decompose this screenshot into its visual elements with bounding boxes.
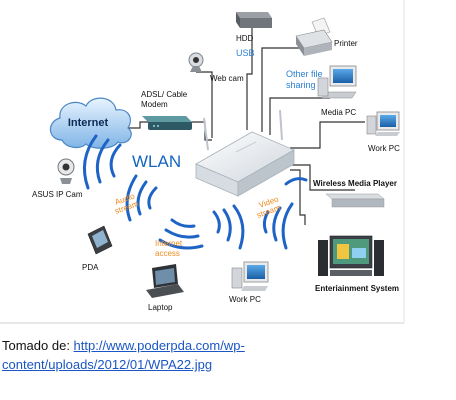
caption: Tomado de: http://www.poderpda.com/wp-co… (2, 336, 452, 374)
internet-cloud-icon: Internet (49, 97, 132, 149)
work-pc-bottom-icon (231, 261, 269, 291)
router-icon (195, 109, 295, 197)
ip-cam-label: ASUS IP Cam (32, 190, 83, 199)
pda-label: PDA (82, 263, 99, 272)
wireless-media-player-label: Wireless Media Player (313, 179, 397, 188)
webcam-icon (188, 52, 204, 72)
media-pc-label: Media PC (321, 108, 356, 117)
work-pc-right-icon (366, 111, 400, 136)
hdd-label: HDD (236, 34, 254, 43)
media-pc-icon (317, 65, 357, 99)
modem-label-line1: ADSL/ Cable (141, 90, 188, 99)
other-file-label-line1: Other file (286, 69, 323, 79)
printer-label: Printer (334, 39, 358, 48)
entertainment-system-label: Enteriainment System (315, 284, 399, 293)
source-link[interactable]: http://www.poderpda.com/wp-content/uploa… (2, 338, 245, 372)
connection-lines (120, 26, 365, 225)
modem-icon (142, 116, 192, 130)
wlan-label: WLAN (132, 152, 181, 171)
pda-icon (87, 225, 113, 255)
network-diagram: Internet ADSL/ Cable Modem HDD USB Print… (0, 0, 405, 324)
caption-prefix: Tomado de: (2, 338, 74, 353)
internet-access-label-line2: access (155, 249, 180, 258)
modem-label-line2: Modem (141, 100, 168, 109)
laptop-icon (146, 264, 184, 298)
internet-access-label-line1: Internet (155, 239, 183, 248)
ip-camera-icon (57, 158, 75, 184)
internet-label: Internet (68, 117, 109, 129)
work-pc-right-label: Work PC (368, 144, 400, 153)
wireless-waves (82, 134, 308, 250)
printer-icon (295, 17, 333, 56)
webcam-label: Web cam (210, 74, 244, 83)
wireless-media-player-icon (325, 193, 385, 208)
usb-label: USB (236, 48, 255, 58)
work-pc-bottom-label: Work PC (229, 295, 261, 304)
other-file-label-line2: sharing (286, 80, 316, 90)
laptop-label: Laptop (148, 303, 173, 312)
hdd-icon (236, 12, 272, 28)
entertainment-system-icon (318, 235, 384, 276)
